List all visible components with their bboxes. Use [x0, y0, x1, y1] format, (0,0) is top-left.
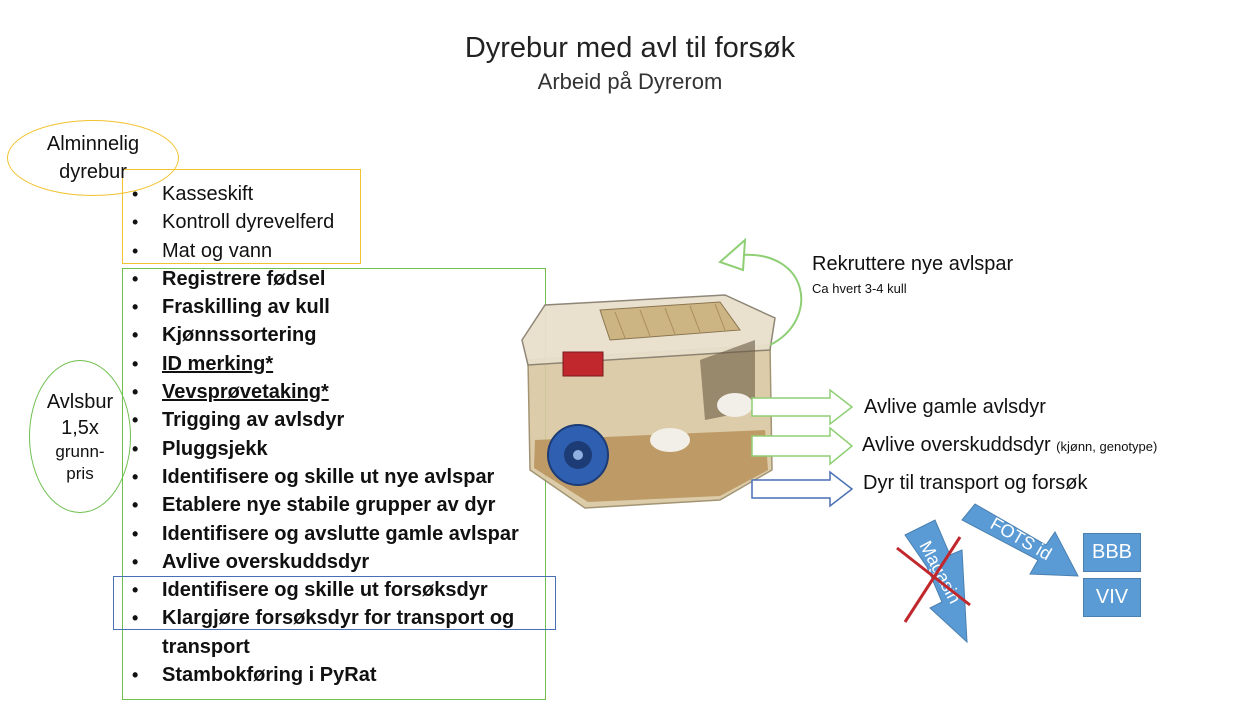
- task-item: Etablere nye stabile grupper av dyr: [132, 491, 519, 520]
- task-item: Stambokføring i PyRat: [132, 661, 519, 690]
- task-item: Pluggsjekk: [132, 435, 519, 464]
- recruit-curve-arrow: [739, 253, 803, 346]
- task-item: Identifisere og skille ut nye avlspar: [132, 463, 519, 492]
- breeding-cage-line1: Avlsbur: [46, 390, 114, 413]
- task-item: Identifisere og avslutte gamle avlspar: [132, 520, 519, 549]
- viv-box: VIV: [1083, 578, 1141, 617]
- task-item: Kasseskift: [132, 180, 519, 209]
- euthanize-old-arrow: [751, 388, 854, 426]
- red-cross-line-2: [903, 536, 962, 623]
- task-item: Kontroll dyrevelferd: [132, 208, 519, 237]
- task-item-text: ID merking*: [162, 352, 274, 375]
- transport-arrow: [751, 470, 854, 508]
- breeding-cage-line3: grunn-: [55, 441, 105, 461]
- euthanize-surplus-text: Avlive overskuddsdyr: [862, 434, 1051, 456]
- breeding-cage-line2: 1,5x: [61, 416, 99, 439]
- task-item: Trigging av avlsdyr: [132, 406, 519, 435]
- euthanize-surplus-arrow: [751, 426, 854, 466]
- task-item: Fraskilling av kull: [132, 293, 519, 322]
- page-subtitle: Arbeid på Dyrerom: [537, 69, 723, 94]
- page-title: Dyrebur med avl til forsøk: [464, 32, 796, 64]
- task-item-text: Vevsprøvetaking*: [162, 381, 329, 404]
- common-cage-label: Alminnelig dyrebur: [47, 130, 139, 186]
- common-cage-line1: Alminnelig: [46, 133, 140, 155]
- euthanize-old-label: Avlive gamle avlsdyr: [864, 396, 1046, 418]
- euthanize-surplus-note: (kjønn, genotype): [1056, 439, 1158, 454]
- recruit-label: Rekruttere nye avlspar: [812, 253, 1014, 275]
- animal-cage-image: [521, 294, 776, 509]
- breeding-cage-oval: Avlsbur 1,5x grunn- pris: [29, 360, 131, 513]
- task-item: Identifisere og skille ut forsøksdyr: [132, 576, 519, 605]
- bbb-box: BBB: [1083, 533, 1141, 572]
- recruit-note: Ca hvert 3-4 kull: [812, 281, 907, 296]
- euthanize-surplus-label: Avlive overskuddsdyr (kjønn, genotype): [862, 434, 1157, 457]
- task-item: ID merking*: [132, 350, 519, 379]
- common-cage-line2: dyrebur: [59, 161, 127, 183]
- breeding-cage-line4: pris: [66, 463, 94, 483]
- task-item-continuation: transport: [162, 635, 250, 658]
- task-item: Mat og vann: [132, 237, 519, 266]
- common-cage-oval: Alminnelig dyrebur: [7, 120, 179, 196]
- task-list: Kasseskift Kontroll dyrevelferd Mat og v…: [132, 180, 519, 690]
- task-item: Registrere fødsel: [132, 265, 519, 294]
- task-item: Klargjøre forsøksdyr for transport og: [132, 604, 519, 633]
- task-item: Kjønnssortering: [132, 321, 519, 350]
- transport-label: Dyr til transport og forsøk: [863, 472, 1088, 494]
- task-item: Avlive overskuddsdyr: [132, 548, 519, 577]
- task-item: Vevsprøvetaking*: [132, 378, 519, 407]
- fots-arrow: FOTS id: [961, 503, 1079, 577]
